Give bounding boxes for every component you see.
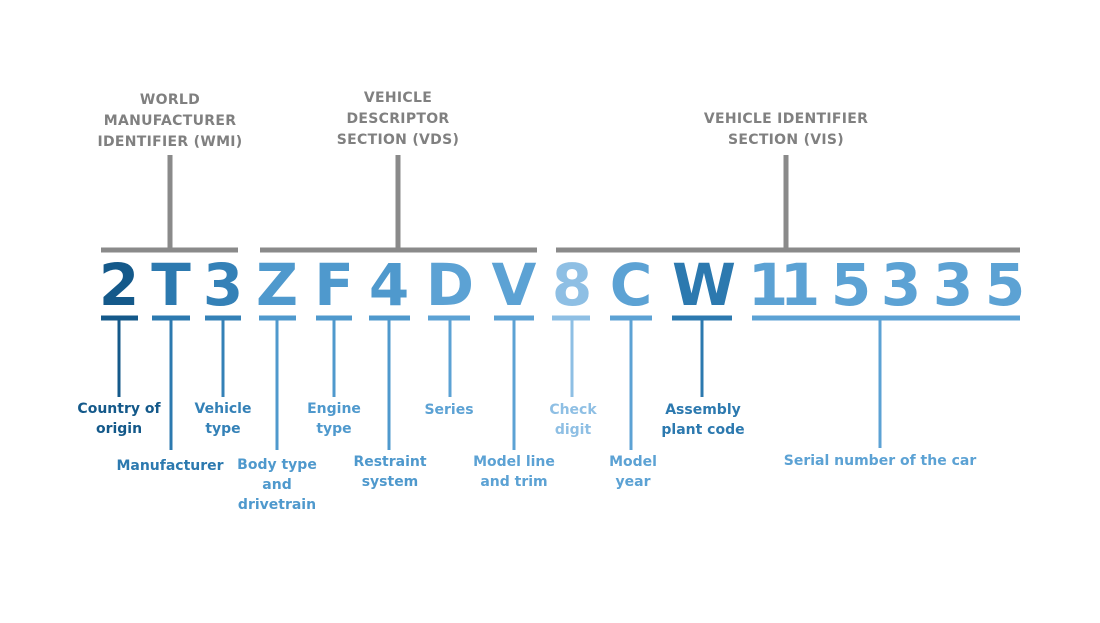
vin-char-13: 1: [779, 251, 821, 319]
model-year-label: Model year: [609, 454, 657, 490]
vds-section-title: VEHICLE DESCRIPTOR SECTION (VDS): [336, 90, 460, 148]
vin-char-16: 3: [932, 251, 974, 319]
vin-char-11: W: [672, 251, 736, 319]
vin-char-9: 8: [551, 251, 593, 319]
vin-char-8: V: [491, 251, 537, 319]
wmi-section-title: WORLD MANUFACTURER IDENTIFIER (WMI): [97, 92, 243, 150]
model-line-label: Model line and trim: [473, 454, 555, 490]
vehicle-type-label: Vehicle type: [194, 401, 252, 437]
vin-char-1: 2: [98, 251, 140, 319]
vin-char-3: 3: [202, 251, 244, 319]
body-type-label: Body type and drivetrain: [237, 457, 317, 513]
vin-char-14: 5: [830, 251, 872, 319]
vin-char-10: C: [609, 251, 653, 319]
vin-char-6: 4: [368, 251, 410, 319]
vis-section-title: VEHICLE IDENTIFIER SECTION (VIS): [703, 111, 869, 148]
engine-type-label: Engine type: [307, 401, 361, 437]
vin-char-4: Z: [255, 251, 299, 319]
assembly-plant-label: Assembly plant code: [661, 402, 745, 438]
vin-char-15: 3: [880, 251, 922, 319]
vin-char-17: 5: [984, 251, 1026, 319]
series-label: Series: [424, 402, 474, 418]
country-label: Country of origin: [77, 401, 161, 437]
serial-number-label: Serial number of the car: [783, 453, 977, 469]
vin-char-7: D: [425, 251, 475, 319]
vin-char-12: 1: [747, 251, 789, 319]
vin-char-5: F: [314, 251, 354, 319]
manufacturer-label: Manufacturer: [116, 458, 224, 474]
restraint-label: Restraint system: [353, 454, 427, 490]
vin-char-2: T: [151, 251, 191, 319]
check-digit-label: Check digit: [549, 402, 597, 438]
